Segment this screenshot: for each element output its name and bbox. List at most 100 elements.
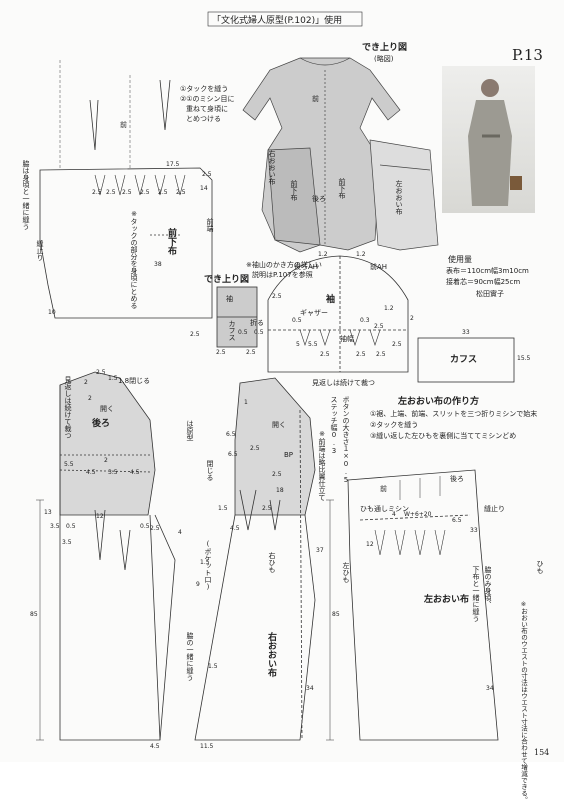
front-skirt-edge-note: 縫止り: [36, 240, 44, 261]
fv-label-right-panel: 右おおい布: [268, 150, 276, 185]
fb-num: 2.5: [250, 445, 260, 452]
pattern-drafts: [36, 11, 515, 741]
bb-num: 0.5: [140, 523, 150, 530]
front-skirt-tuck-note: ※タックの部分を身頃にとめる: [130, 210, 138, 309]
lp-num: 34: [486, 685, 494, 692]
fs-num: 10: [48, 309, 56, 316]
finished-view-subtitle: (略図): [374, 55, 394, 63]
howto-title: 左おおい布の作り方: [398, 397, 480, 407]
front-side-note: 脇の一緒に縫う: [186, 632, 194, 681]
sl-num: 2.5: [356, 351, 366, 358]
sl-num: 2.5: [392, 341, 402, 348]
back-see-note: 見返しは続けて裁つ: [64, 376, 72, 439]
cuff-draft: [417, 337, 515, 383]
front-skirt-label: 前下布: [166, 228, 176, 255]
sl-num: 2.5: [376, 351, 386, 358]
bb-num: 4.5: [150, 743, 160, 750]
front-bp: BP: [284, 451, 294, 459]
fs-num: 2.5: [140, 189, 150, 196]
fs-num: 2.5: [106, 189, 116, 196]
left-panel-side-note: 脇のみ身頃、: [484, 566, 492, 608]
howto-step-1: ①裾、上端、前端、スリットを三つ折りミシンで始末: [370, 410, 538, 418]
fs-num: 2.5: [122, 189, 132, 196]
fs-num: 2.5: [246, 349, 256, 356]
bb-num: 13: [44, 509, 52, 516]
fs-num: 2.5: [92, 189, 102, 196]
lp-num: 4: [392, 511, 396, 518]
model-photo: [442, 66, 535, 213]
sl-num: 0.5: [292, 317, 302, 324]
fs-num: 2.5: [202, 171, 212, 178]
left-panel-front: 前: [380, 485, 387, 493]
back-body-label: 後ろ: [92, 419, 111, 429]
sl-num: 1.2: [384, 305, 394, 312]
front-open: 開く: [272, 421, 286, 429]
sleeve-front-ah: 前AH: [370, 263, 388, 271]
sl-num: 2.5: [272, 293, 282, 300]
sleeve-draft: [267, 255, 409, 373]
front-right-tie: 右ひも: [268, 552, 276, 573]
front-skirt-center-label: 前端: [206, 218, 214, 232]
howto-step-2: ②タックを縫う: [370, 421, 419, 429]
sleeve-label: 袖: [326, 295, 336, 305]
bb-num: 3.5: [62, 539, 72, 546]
bb-num: 1.5: [108, 375, 118, 382]
fb-num: 37: [316, 547, 324, 554]
left-panel-measure: W+6+20: [404, 511, 432, 518]
fs-num: 2.5: [158, 189, 168, 196]
fs-num: 14: [200, 185, 208, 192]
sleeve-back-ah: 後ろAH: [294, 263, 319, 271]
cuff-label: カフス: [450, 355, 478, 365]
fb-num: 2.5: [262, 505, 272, 512]
sleeve-finished-title: でき上り図: [204, 275, 250, 285]
fb-num: 1: [244, 399, 248, 406]
materials-heading: 使用量: [448, 255, 472, 264]
front-fold-note: ※前端は略比翼仕立て: [318, 430, 326, 501]
fs-num: 2.5: [190, 331, 200, 338]
bb-num: 2: [88, 395, 92, 402]
howto-step-3: ③縫い返した左ひもを裏側に当ててミシンどめ: [370, 432, 517, 440]
front-pocket: (ポケット口): [204, 540, 212, 591]
fv-label-back: 後ろ: [312, 195, 326, 203]
bb-num: 3.5: [108, 469, 118, 476]
front-body-label: 右おおい布: [266, 632, 276, 677]
bb-num: 0.5: [66, 523, 76, 530]
sl-num: 5.5: [308, 341, 318, 348]
sl-num: 1.2: [318, 251, 328, 258]
sleeve-small-label: 袖: [226, 295, 233, 303]
sleeve-fold-label: 折る: [250, 319, 264, 327]
front-body-draft: [194, 377, 334, 741]
left-panel-left-tie: 左ひも: [342, 562, 350, 583]
sleeve-gather: ギャザー: [300, 309, 328, 317]
back-open: 開く: [100, 405, 114, 413]
sl-num: 1.2: [356, 251, 366, 258]
front-stitch: ステッチ幅0.3: [330, 396, 338, 455]
header-title: 「文化式婦人原型(P.102)」使用: [212, 16, 343, 26]
bb-num: 4.5: [130, 469, 140, 476]
tuck-note-4: とめつける: [186, 115, 221, 123]
materials-line-fabric: 表布＝110cm幅3m10cm: [446, 267, 529, 275]
materials-author: 松田實子: [476, 290, 504, 298]
sleeve-note-2: 説明はP.107を参照: [252, 271, 313, 279]
sleeve-cuff-label: カフス: [228, 320, 236, 341]
fs-num: 0.5: [254, 329, 264, 336]
model-figure-icon: [468, 79, 522, 206]
fv-label-left-panel: 左おおい布: [395, 180, 403, 215]
lp-num: 85: [332, 611, 340, 618]
bb-num: 2: [104, 457, 108, 464]
sleeve-width: 袖幅: [340, 335, 354, 343]
page-tag: P.13: [512, 46, 543, 64]
sleeve-note-1: ※袖山のかき方の詳しい: [246, 261, 322, 269]
bb-num: 5.5: [64, 461, 74, 468]
sl-num: 5: [296, 341, 300, 348]
sl-num: 2: [410, 315, 414, 322]
fs-num: 38: [154, 261, 162, 268]
tuck-note-3: 重ねて身頃に: [186, 105, 228, 113]
fb-num: 34: [306, 685, 314, 692]
sleeve-finished-small: [216, 286, 258, 348]
materials-line-interfacing: 接着芯＝90cm幅25cm: [446, 278, 521, 286]
finished-garment-drawing: [242, 57, 439, 253]
bb-num: 85: [30, 611, 38, 618]
fb-num: 2.5: [272, 471, 282, 478]
fs-num: 0.5: [238, 329, 248, 336]
